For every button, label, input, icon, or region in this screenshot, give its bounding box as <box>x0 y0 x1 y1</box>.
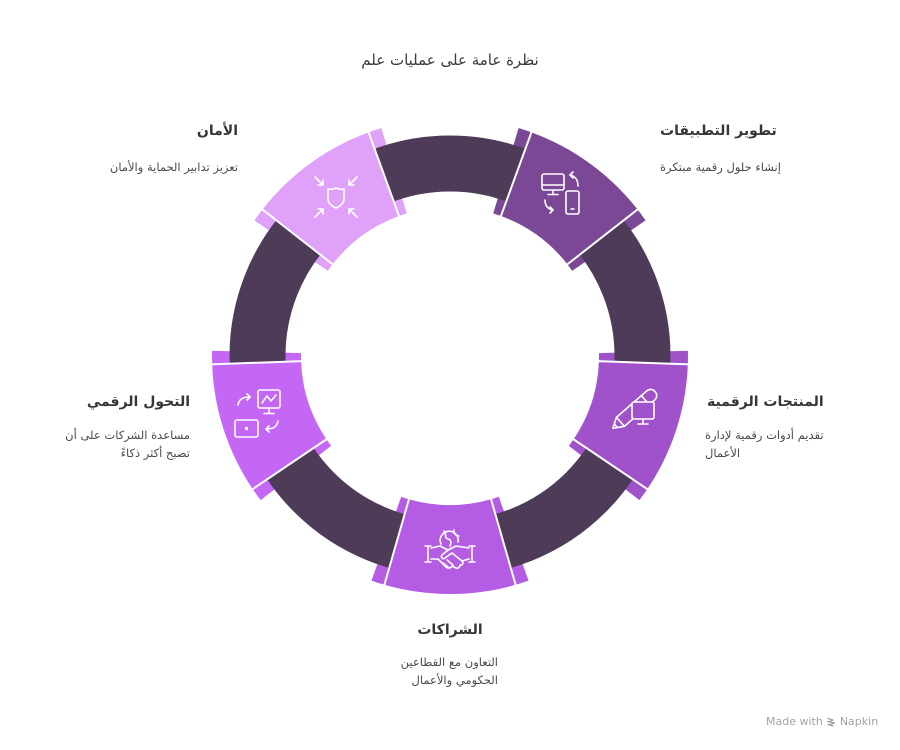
page-title: نظرة عامة على عمليات علم <box>361 51 539 69</box>
segment-digital-products[interactable] <box>571 360 690 491</box>
label-desc-digital-transformation: مساعدة الشركات على أن تصبح أكثر ذكاءً <box>30 427 190 462</box>
watermark-prefix: Made with <box>766 715 823 728</box>
segment-security[interactable] <box>260 130 401 266</box>
made-with-napkin-watermark[interactable]: Made with Napkin <box>766 714 878 730</box>
desc-line: تقديم أدوات رقمية لإدارة <box>705 428 824 442</box>
label-desc-app-development: إنشاء حلول رقمية مبتكرة <box>660 159 800 177</box>
label-desc-security: تعزيز تدابير الحماية والأمان <box>60 159 238 177</box>
devices-sync-icon <box>541 171 580 215</box>
label-desc-partnerships: التعاون مع القطاعين الحكومي والأعمال <box>368 654 498 689</box>
desc-line: تصبح أكثر ذكاءً <box>120 445 190 460</box>
label-title-app-development: تطوير التطبيقات <box>660 123 777 139</box>
desc-line: مساعدة الشركات على أن <box>65 428 190 442</box>
desc-line: الحكومي والأعمال <box>411 672 499 687</box>
label-title-partnerships: الشراكات <box>417 622 483 638</box>
digital-transformation-icon <box>234 389 281 438</box>
label-title-security: الأمان <box>196 123 238 139</box>
segment-app-development[interactable] <box>499 130 640 266</box>
desc-line: الأعمال <box>705 445 741 460</box>
watermark-brand: Napkin <box>839 715 879 728</box>
globe-handshake-icon <box>424 529 476 570</box>
napkin-logo-icon <box>826 717 835 727</box>
desc-line: تعزيز تدابير الحماية والأمان <box>109 160 238 174</box>
desc-line: إنشاء حلول رقمية مبتكرة <box>660 160 781 174</box>
label-title-digital-transformation: التحول الرقمي <box>86 394 190 410</box>
label-title-digital-products: المنتجات الرقمية <box>707 394 824 410</box>
label-desc-digital-products: تقديم أدوات رقمية لإدارة الأعمال <box>705 427 835 462</box>
shield-compress-icon <box>314 176 358 218</box>
desc-line: التعاون مع القطاعين <box>400 655 498 669</box>
pencil-monitor-icon <box>612 388 658 430</box>
